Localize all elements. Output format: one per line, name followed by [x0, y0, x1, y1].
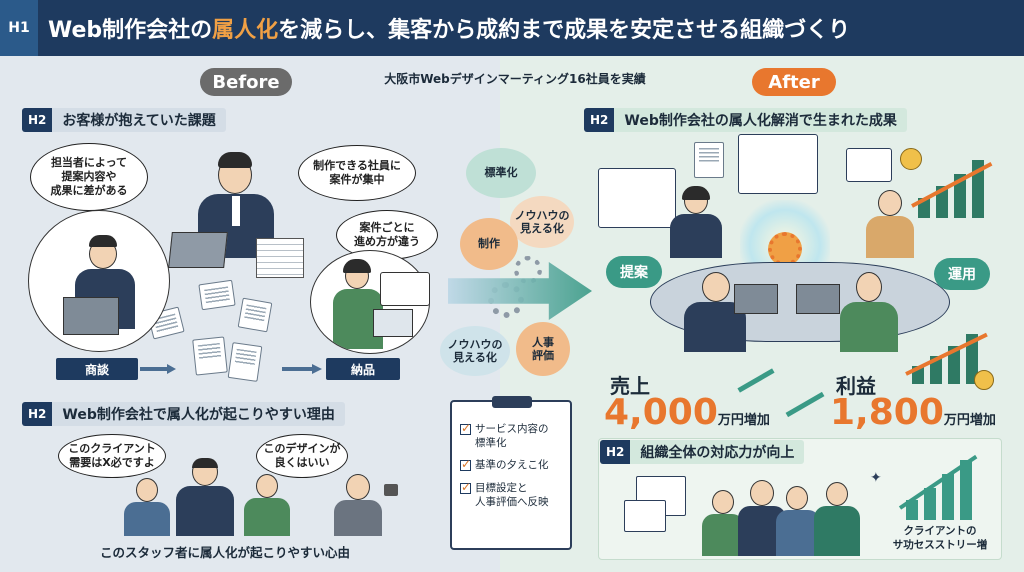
checklist-item: 基準の夕えこ化 — [460, 456, 562, 473]
production-staff-circle — [310, 250, 430, 354]
subtitle: 大阪市Webデザインマーティング16社員を実績 — [384, 72, 646, 86]
header-bar: H1 Web制作会社の属人化を減らし、集客から成約まで成果を安定させる組織づくり — [0, 0, 1024, 56]
monitor-window — [738, 134, 818, 194]
flow-start-box: 商談 — [56, 358, 138, 380]
staff-figure — [120, 478, 174, 536]
title-highlight: 属人化 — [212, 18, 279, 43]
gear-production: 制作 — [460, 218, 518, 270]
profit-label: 利益 — [836, 374, 876, 398]
bubble-inconsistent-proposals: 担当者によって 提案内容や 成果に差がある — [30, 143, 148, 211]
sales-label: 売上 — [610, 374, 650, 398]
team-member-figure — [700, 490, 746, 556]
monitor-window — [598, 168, 676, 228]
after-caption: クライアントの サ功セスストリー増 — [892, 525, 988, 552]
document — [198, 279, 236, 311]
paper-stack — [256, 238, 304, 278]
reason-bubble-design: このデザインが 良くはいい — [256, 434, 348, 478]
sales-person-circle — [28, 210, 170, 352]
profit-unit: 万円増加 — [943, 413, 996, 428]
document — [237, 297, 273, 333]
gear-knowhow-bottom: ノウハウの 見える化 — [440, 326, 510, 376]
before-caption: このスタッフ者に属人化が起こりやすい心由 — [99, 545, 350, 560]
growth-chart-icon — [905, 326, 996, 384]
clipboard-clip — [492, 396, 532, 408]
monitor-window — [624, 500, 666, 532]
gear-knowhow-top: ノウハウの 見える化 — [510, 196, 574, 248]
sales-unit: 万円増加 — [717, 413, 770, 428]
h1-tag: H1 — [0, 0, 38, 56]
team-member-figure — [862, 190, 918, 258]
flow-arrow — [140, 364, 176, 374]
bubble-workload-concentration: 制作できる社員に 案件が集中 — [298, 145, 416, 201]
reason-bubble-client: このクライアント 需要はX必ですよ — [58, 434, 166, 478]
document — [694, 142, 724, 178]
document — [227, 342, 263, 382]
before-label: Before — [200, 68, 292, 96]
lock-icon — [384, 484, 398, 496]
checklist-item: サービス内容の 標準化 — [460, 420, 562, 450]
staff-figure — [240, 474, 294, 536]
document — [192, 336, 228, 376]
team-member-figure — [812, 482, 862, 556]
chart-card — [380, 272, 430, 306]
flow-end-box: 納品 — [326, 358, 400, 380]
staff-figure — [330, 474, 386, 536]
gear-hr-evaluation: 人事 評価 — [516, 322, 570, 376]
team-member-figure — [836, 272, 902, 352]
checklist-item: 目標設定と 人事評価へ反映 — [460, 479, 562, 509]
team-member-figure — [666, 186, 726, 258]
profit-value: 1,800万円増加 — [830, 392, 996, 433]
monitor-window — [846, 148, 892, 182]
gear-icon — [768, 232, 802, 266]
coin-icon — [900, 148, 922, 170]
sparkle-icon: ✦ — [870, 470, 882, 486]
laptop-before-left — [168, 232, 228, 268]
cycle-label-operation: 運用 — [934, 258, 990, 290]
laptop — [796, 284, 840, 314]
staff-figure — [172, 458, 238, 536]
team-member-figure — [774, 486, 822, 556]
checklist-clipboard: サービス内容の 標準化 基準の夕えこ化 目標設定と 人事評価へ反映 — [450, 396, 572, 550]
growth-chart-icon — [911, 152, 998, 218]
coin-icon — [974, 370, 994, 390]
laptop — [734, 284, 778, 314]
page-title: Web制作会社の属人化を減らし、集客から成約まで成果を安定させる組織づくり — [48, 18, 851, 43]
bubble-different-process: 案件ごとに 進め方が違う — [336, 210, 438, 260]
sales-value: 4,000万円増加 — [604, 392, 770, 433]
gear-standardization: 標準化 — [466, 148, 536, 198]
flow-arrow — [282, 364, 322, 374]
growth-chart-icon — [898, 448, 990, 520]
after-label: After — [752, 68, 836, 96]
cycle-label-proposal: 提案 — [606, 256, 662, 288]
